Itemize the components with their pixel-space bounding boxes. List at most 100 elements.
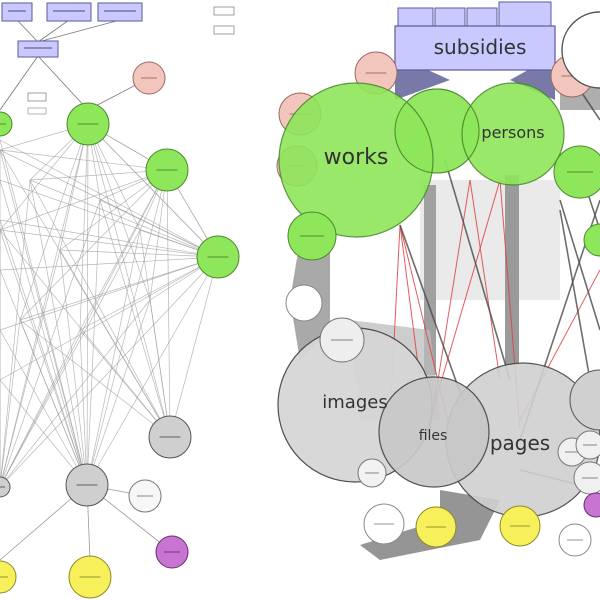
left-edge xyxy=(86,256,219,486)
column-box xyxy=(397,7,434,27)
yellow-node xyxy=(499,505,541,547)
left-edge xyxy=(79,329,88,486)
column-box xyxy=(434,7,466,27)
left-edge xyxy=(0,179,88,486)
left-edge xyxy=(0,229,219,258)
left-edge xyxy=(0,123,89,488)
pink-node-text xyxy=(141,77,157,79)
white-node xyxy=(285,284,323,322)
left-edge xyxy=(59,249,219,258)
left-edge xyxy=(29,169,168,181)
red-edge xyxy=(469,179,501,381)
table-box-text xyxy=(53,10,85,12)
light-node xyxy=(319,317,365,363)
left-edge xyxy=(37,19,121,43)
left-edge xyxy=(0,269,88,486)
left-edge xyxy=(0,139,219,258)
column-box xyxy=(498,1,552,27)
flow-band xyxy=(424,185,436,375)
light-node-text xyxy=(374,523,394,525)
green-node xyxy=(287,211,337,261)
left-edge xyxy=(0,329,81,488)
left-edge xyxy=(86,199,101,486)
left-edge xyxy=(86,299,151,486)
left-edge xyxy=(0,256,219,331)
light-node xyxy=(558,523,592,557)
left-edge xyxy=(29,179,88,486)
left-edge xyxy=(0,256,219,488)
yellow-node xyxy=(68,555,112,599)
left-edge xyxy=(79,123,89,331)
left-edge xyxy=(0,219,219,258)
left-edge xyxy=(59,123,89,251)
gray-node-text xyxy=(0,486,5,488)
images-label: images xyxy=(322,392,387,413)
yellow-node-text xyxy=(426,526,446,528)
subsidies-box xyxy=(394,25,556,71)
pink-node xyxy=(132,61,166,95)
magenta-node xyxy=(583,492,600,518)
works-node xyxy=(278,82,434,238)
left-edge xyxy=(86,229,141,486)
light-node xyxy=(573,461,600,495)
green-node-outline xyxy=(394,88,480,174)
left-edge xyxy=(0,55,39,111)
small-label-box xyxy=(213,6,235,16)
left-edge xyxy=(0,256,219,271)
left-edge xyxy=(0,149,88,486)
right-graph-panel: subsidies works persons images files pag… xyxy=(276,1,600,560)
left-edge xyxy=(29,179,171,438)
left-edge xyxy=(79,329,171,438)
light-node xyxy=(128,479,162,513)
green-node xyxy=(0,111,13,137)
left-edge xyxy=(37,55,89,111)
white-node xyxy=(561,11,600,89)
green-node-text xyxy=(156,169,178,171)
light-node-text xyxy=(565,451,579,453)
right-nodes xyxy=(276,1,600,557)
left-nodes xyxy=(0,2,240,599)
left-edge xyxy=(0,149,168,171)
flow-band xyxy=(420,180,560,300)
left-edge xyxy=(37,19,70,43)
left-edge xyxy=(0,139,88,486)
left-edge xyxy=(0,229,141,488)
subsidies-box-small-text xyxy=(24,47,52,49)
light-node xyxy=(357,458,387,488)
pink-node-text xyxy=(365,72,387,74)
left-edge xyxy=(0,256,219,381)
left-edge xyxy=(19,123,89,321)
green-node-text xyxy=(207,256,229,258)
gray-node xyxy=(148,415,192,459)
table-box-text xyxy=(8,10,26,12)
light-node-text xyxy=(331,339,353,341)
left-edge xyxy=(16,19,39,43)
works-label: works xyxy=(324,145,389,170)
left-graph-panel xyxy=(0,2,240,599)
red-edge xyxy=(399,224,421,381)
left-edge xyxy=(19,256,219,321)
green-node xyxy=(583,223,600,257)
gray-node xyxy=(569,369,600,431)
left-edge xyxy=(19,169,168,321)
left-edge xyxy=(149,299,171,438)
yellow-node xyxy=(415,506,457,548)
green-node xyxy=(145,148,189,192)
green-node xyxy=(196,235,240,279)
light-node-text xyxy=(583,444,597,446)
dark-edge xyxy=(444,159,511,381)
left-edge xyxy=(166,169,171,438)
left-edge xyxy=(86,123,89,486)
left-edge xyxy=(0,179,219,258)
left-edge xyxy=(87,123,171,438)
persons-label: persons xyxy=(481,123,544,142)
yellow-node-text xyxy=(79,576,101,578)
light-node xyxy=(575,430,600,460)
gray-node-text xyxy=(76,484,98,486)
left-edge xyxy=(79,169,168,331)
gray-node xyxy=(0,476,11,498)
light-node-text xyxy=(137,495,153,497)
left-edge xyxy=(0,179,31,488)
left-edge xyxy=(19,319,171,438)
green-node-text xyxy=(300,235,324,237)
